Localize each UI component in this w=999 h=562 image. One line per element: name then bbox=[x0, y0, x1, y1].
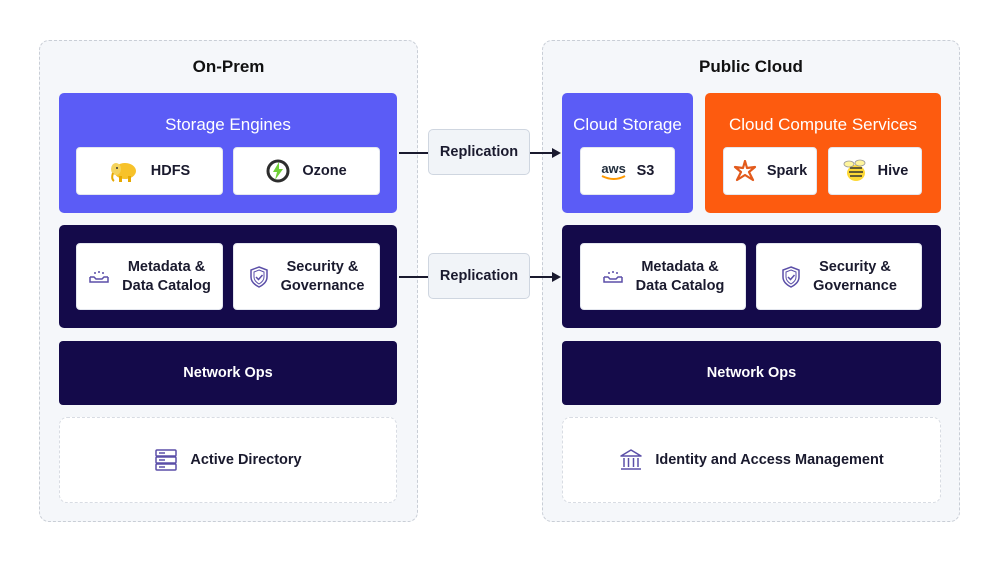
cloud-network-ops: Network Ops bbox=[562, 341, 941, 405]
onprem-network-ops: Network Ops bbox=[59, 341, 397, 405]
bank-building-icon bbox=[619, 448, 643, 472]
cloud-metadata-label: Metadata & Data Catalog bbox=[635, 258, 725, 294]
replication-line-2-left bbox=[399, 276, 428, 278]
shield-check-icon bbox=[781, 265, 801, 288]
s3-label: S3 bbox=[636, 163, 655, 179]
cloud-metadata-card: Metadata & Data Catalog bbox=[580, 243, 746, 310]
onprem-security-label: Security & Governance bbox=[280, 258, 365, 294]
onprem-metadata-label: Metadata & Data Catalog bbox=[122, 258, 211, 294]
onprem-title: On-Prem bbox=[192, 57, 265, 76]
active-directory-box: Active Directory bbox=[59, 417, 397, 503]
replication-line-1-left bbox=[399, 152, 428, 154]
cloud-governance-block: Metadata & Data Catalog Security & Gover… bbox=[562, 225, 941, 328]
aws-logo-icon: aws bbox=[601, 162, 627, 181]
spark-star-icon bbox=[733, 160, 757, 182]
replication-box-1: Replication bbox=[428, 129, 530, 175]
arrow-right-icon bbox=[552, 148, 561, 158]
onprem-metadata-card: Metadata & Data Catalog bbox=[76, 243, 223, 310]
cloud-security-label: Security & Governance bbox=[813, 258, 897, 294]
cloud-storage-block: Cloud Storage aws S3 bbox=[562, 93, 693, 213]
ozone-bolt-icon bbox=[266, 159, 290, 183]
hive-card: Hive bbox=[828, 147, 922, 195]
hdfs-label: HDFS bbox=[150, 163, 191, 179]
onprem-governance-block: Metadata & Data Catalog Security & Gover… bbox=[59, 225, 397, 328]
cloud-title: Public Cloud bbox=[699, 57, 803, 76]
spark-card: Spark bbox=[723, 147, 817, 195]
storage-engines-title: Storage Engines bbox=[165, 115, 291, 134]
onprem-security-card: Security & Governance bbox=[233, 243, 380, 310]
catalog-tray-icon bbox=[88, 269, 110, 285]
cloud-security-card: Security & Governance bbox=[756, 243, 922, 310]
iam-box: Identity and Access Management bbox=[562, 417, 941, 503]
iam-label: Identity and Access Management bbox=[655, 452, 884, 468]
replication-line-2-right bbox=[530, 276, 553, 278]
active-directory-label: Active Directory bbox=[190, 452, 302, 468]
s3-card: aws S3 bbox=[580, 147, 675, 195]
hive-bee-icon bbox=[842, 159, 868, 183]
hadoop-elephant-icon bbox=[109, 159, 139, 183]
ozone-card: Ozone bbox=[233, 147, 380, 195]
onprem-panel: On-Prem Storage Engines HDFS bbox=[39, 40, 418, 522]
hdfs-card: HDFS bbox=[76, 147, 223, 195]
cloud-compute-title: Cloud Compute Services bbox=[728, 115, 918, 134]
catalog-tray-icon bbox=[602, 269, 624, 285]
replication-line-1-right bbox=[530, 152, 553, 154]
replication-box-2: Replication bbox=[428, 253, 530, 299]
cloud-storage-title: Cloud Storage bbox=[573, 115, 682, 134]
cloud-panel: Public Cloud Cloud Storage aws S3 Cloud … bbox=[542, 40, 960, 522]
cloud-compute-block: Cloud Compute Services Spark Hive bbox=[705, 93, 941, 213]
ozone-label: Ozone bbox=[302, 163, 347, 179]
arrow-right-icon bbox=[552, 272, 561, 282]
spark-label: Spark bbox=[766, 163, 808, 179]
hive-label: Hive bbox=[877, 163, 909, 179]
shield-check-icon bbox=[249, 265, 269, 288]
storage-engines-block: Storage Engines HDFS bbox=[59, 93, 397, 213]
server-stack-icon bbox=[154, 448, 178, 472]
